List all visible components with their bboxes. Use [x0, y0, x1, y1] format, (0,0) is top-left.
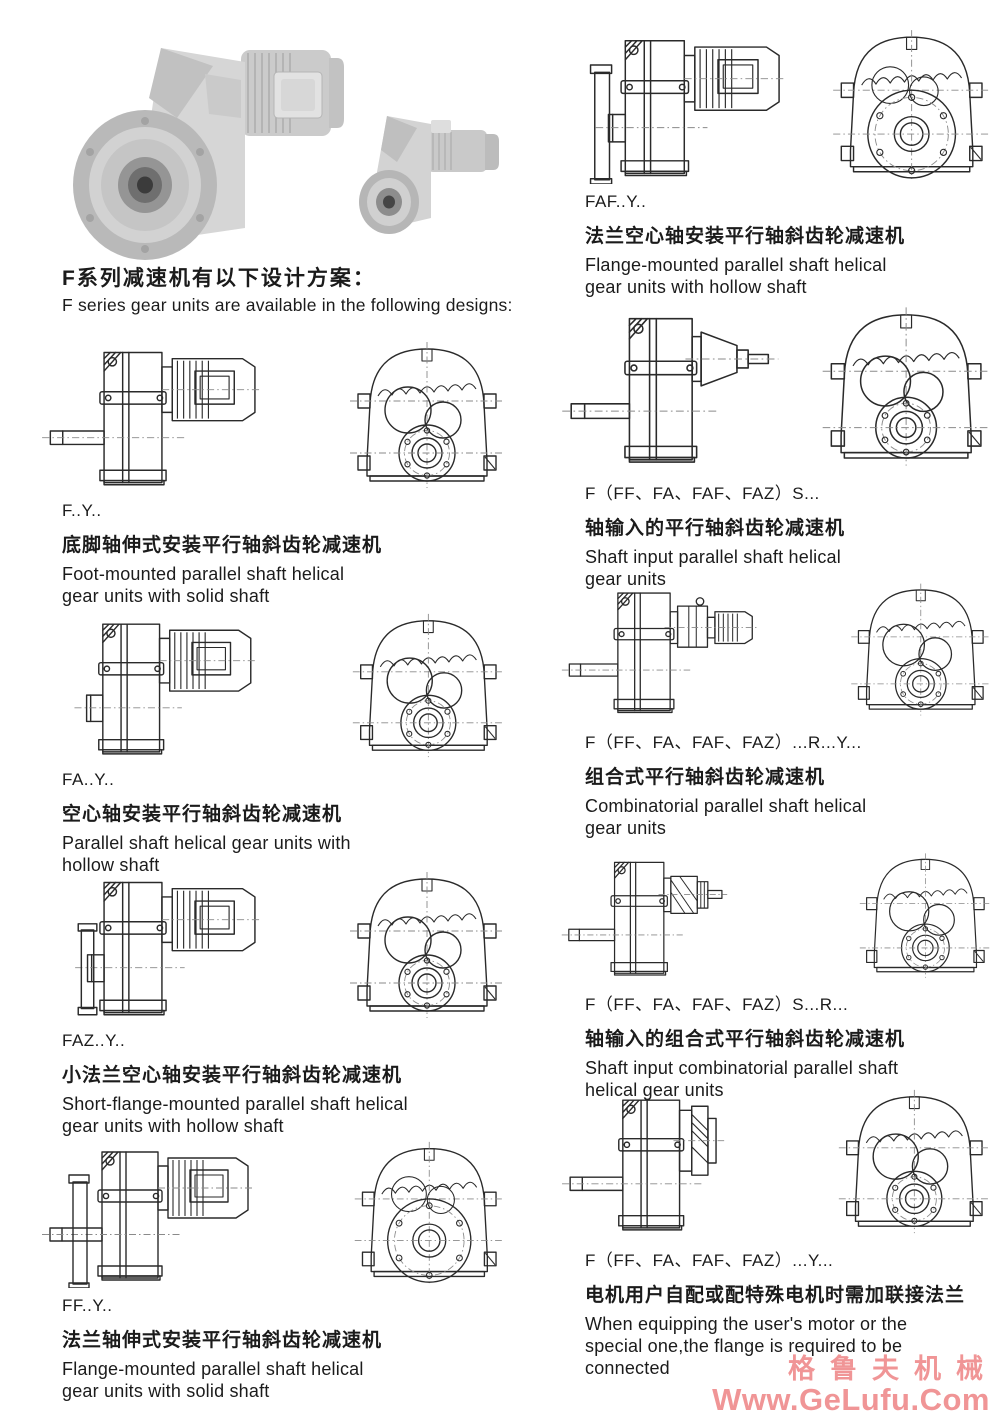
front-view-drawing [860, 853, 992, 978]
section-ff-y: FF..Y.. 法兰轴伸式安装平行轴斜齿轮减速机 Flange-mounted … [40, 1138, 512, 1403]
section-f-s: F（FF、FA、FAF、FAZ）S... 轴输入的平行轴斜齿轮减速机 Shaft… [560, 303, 998, 591]
drawing-f-y [40, 338, 512, 493]
caption: F..Y.. 底脚轴伸式安装平行轴斜齿轮减速机 Foot-mounted par… [40, 501, 512, 608]
caption: FAZ..Y.. 小法兰空心轴安装平行轴斜齿轮减速机 Short-flange-… [40, 1031, 512, 1138]
model-code: F（FF、FA、FAF、FAZ）S...R... [585, 995, 849, 1014]
section-f-flange: F（FF、FA、FAF、FAZ）...Y... 电机用户自配或配特殊电机时需加联… [560, 1086, 998, 1380]
section-faz-y: FAZ..Y.. 小法兰空心轴安装平行轴斜齿轮减速机 Short-flange-… [40, 868, 512, 1138]
description-en: Shaft input parallel shaft helical gear … [585, 547, 841, 589]
gear-unit-photo-small [359, 116, 499, 234]
model-code: F（FF、FA、FAF、FAZ）S... [585, 484, 820, 503]
side-view-drawing [75, 881, 262, 1016]
front-view-drawing [839, 1089, 991, 1234]
caption: F（FF、FA、FAF、FAZ）...Y... 电机用户自配或配特殊电机时需加联… [560, 1246, 998, 1380]
model-code: FAF..Y.. [585, 192, 647, 211]
drawing-ff-y [40, 1138, 512, 1288]
caption: F（FF、FA、FAF、FAZ）...R...Y... 组合式平行轴斜齿轮减速机… [560, 728, 998, 840]
watermark-brand-zh: 格鲁夫机械 [788, 1354, 998, 1385]
drawing-f-s-r [560, 850, 998, 982]
section-f-r-y: F（FF、FA、FAF、FAZ）...R...Y... 组合式平行轴斜齿轮减速机… [560, 580, 998, 840]
description-en: Combinatorial parallel shaft helical gea… [585, 796, 867, 838]
drawing-f-s [560, 303, 998, 471]
description-en: Parallel shaft helical gear units with h… [62, 833, 351, 875]
side-view-drawing [561, 861, 728, 976]
watermark-url: Www.GeLufu.Com [712, 1382, 990, 1418]
page-subtitle: F series gear units are available in the… [62, 295, 513, 315]
front-view-drawing [353, 613, 505, 758]
side-view-drawing [42, 351, 262, 486]
drawing-fa-y [40, 610, 512, 762]
section-f-s-r: F（FF、FA、FAF、FAZ）S...R... 轴输入的组合式平行轴斜齿轮减速… [560, 850, 998, 1102]
description-zh: 法兰轴伸式安装平行轴斜齿轮减速机 [62, 1330, 383, 1351]
description-en: Shaft input combinatorial parallel shaft… [585, 1058, 899, 1100]
description-en: When equipping the user's motor or the s… [585, 1314, 908, 1378]
model-code: F（FF、FA、FAF、FAZ）...R...Y... [585, 733, 862, 752]
caption: FA..Y.. 空心轴安装平行轴斜齿轮减速机 Parallel shaft he… [40, 770, 512, 877]
front-view-drawing [851, 583, 991, 716]
gear-unit-photo-large [73, 48, 344, 260]
description-zh: 轴输入的组合式平行轴斜齿轮减速机 [585, 1029, 906, 1050]
front-view-drawing [350, 342, 504, 488]
caption: FAF..Y.. 法兰空心轴安装平行轴斜齿轮减速机 Flange-mounted… [560, 192, 998, 299]
description-zh: 空心轴安装平行轴斜齿轮减速机 [62, 804, 343, 825]
caption: F（FF、FA、FAF、FAZ）S...R... 轴输入的组合式平行轴斜齿轮减速… [560, 990, 998, 1102]
description-zh: 轴输入的平行轴斜齿轮减速机 [585, 518, 846, 539]
description-zh: 小法兰空心轴安装平行轴斜齿轮减速机 [62, 1065, 403, 1086]
front-view-drawing [355, 1141, 505, 1284]
drawing-faf-y [560, 26, 998, 184]
model-code: FA..Y.. [62, 770, 115, 789]
watermark: 格鲁夫机械 Www.GeLufu.Com [712, 1355, 990, 1418]
side-view-drawing [589, 40, 786, 184]
description-en: Short-flange-mounted parallel shaft heli… [62, 1094, 408, 1136]
caption: F（FF、FA、FAF、FAZ）S... 轴输入的平行轴斜齿轮减速机 Shaft… [560, 479, 998, 591]
drawing-f-flange [560, 1086, 998, 1238]
side-view-drawing [562, 317, 779, 463]
section-f-y: F..Y.. 底脚轴伸式安装平行轴斜齿轮减速机 Foot-mounted par… [40, 338, 512, 608]
side-view-drawing [42, 1151, 254, 1288]
description-zh: 底脚轴伸式安装平行轴斜齿轮减速机 [62, 535, 383, 556]
section-fa-y: FA..Y.. 空心轴安装平行轴斜齿轮减速机 Parallel shaft he… [40, 610, 512, 877]
drawing-faz-y [40, 868, 512, 1023]
description-zh: 电机用户自配或配特殊电机时需加联接法兰 [585, 1285, 966, 1306]
description-zh: 组合式平行轴斜齿轮减速机 [585, 767, 826, 788]
model-code: F（FF、FA、FAF、FAZ）...Y... [585, 1251, 834, 1270]
description-en: Flange-mounted parallel shaft helical ge… [62, 1359, 364, 1401]
model-code: FAZ..Y.. [62, 1031, 126, 1050]
product-photos [45, 22, 510, 267]
model-code: FF..Y.. [62, 1296, 113, 1315]
model-code: F..Y.. [62, 501, 102, 520]
description-en: Flange-mounted parallel shaft helical ge… [585, 255, 887, 297]
page-title: F系列减速机有以下设计方案： [62, 267, 376, 290]
section-faf-y: FAF..Y.. 法兰空心轴安装平行轴斜齿轮减速机 Flange-mounted… [560, 26, 998, 299]
front-view-drawing [350, 872, 504, 1018]
front-view-drawing [832, 30, 990, 179]
description-zh: 法兰空心轴安装平行轴斜齿轮减速机 [585, 226, 906, 247]
side-view-drawing [562, 1099, 725, 1231]
side-view-drawing [74, 623, 257, 755]
side-view-drawing [561, 592, 758, 714]
caption: FF..Y.. 法兰轴伸式安装平行轴斜齿轮减速机 Flange-mounted … [40, 1296, 512, 1403]
front-view-drawing [822, 307, 990, 466]
drawing-f-r-y [560, 580, 998, 720]
description-en: Foot-mounted parallel shaft helical gear… [62, 564, 345, 606]
